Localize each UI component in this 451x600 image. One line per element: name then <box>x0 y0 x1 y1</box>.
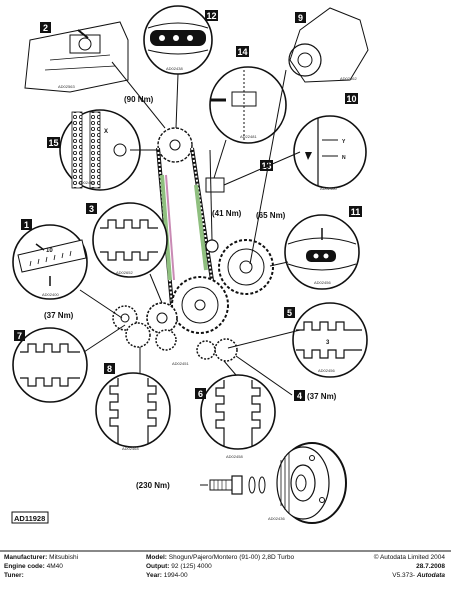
torque-crank-bolt: (230 Nm) <box>136 481 170 490</box>
manufacturer-value: Mitsubishi <box>49 554 79 561</box>
crank-pulley: AD02436 <box>268 442 347 524</box>
svg-text:3: 3 <box>89 204 94 214</box>
svg-text:5: 5 <box>287 308 292 318</box>
torque-idler: (41 Nm) <box>212 209 242 218</box>
detail-3-code: AD02652 <box>116 270 133 275</box>
svg-text:15: 15 <box>48 138 58 148</box>
torque-intermediate-gear: (65 Nm) <box>256 211 286 220</box>
svg-text:14: 14 <box>237 47 247 57</box>
detail-9-code: AD02462 <box>340 76 357 81</box>
svg-text:11: 11 <box>351 207 361 217</box>
version: V5.373- <box>392 572 416 579</box>
torque-cam-sprocket: (90 Nm) <box>124 95 154 104</box>
detail-15-code: AD02464 <box>78 180 95 185</box>
svg-text:7: 7 <box>17 331 22 341</box>
svg-text:8: 8 <box>107 364 112 374</box>
detail-8-code: AD02464 <box>122 446 139 451</box>
svg-text:10: 10 <box>346 94 356 104</box>
detail-1-circle: 10 AD02400 <box>12 224 88 300</box>
print-date: 28.7.2008 <box>416 563 445 570</box>
callout-15: 15 <box>47 137 60 148</box>
crank-bolt <box>200 475 266 495</box>
detail-14-circle: AD22481 <box>209 66 287 144</box>
detail-8-circle: AD02464 <box>95 372 171 451</box>
detail-7-circle <box>12 327 88 403</box>
year-value: 1994-00 <box>163 572 188 579</box>
svg-text:Y: Y <box>342 139 346 145</box>
callout-2: 2 <box>40 22 51 33</box>
svg-text:10: 10 <box>46 248 53 254</box>
detail-6-code: AD02458 <box>226 454 243 459</box>
torque-left-gear: (37 Nm) <box>44 311 74 320</box>
figure-reference: AD11928 <box>11 511 49 524</box>
callout-8: 8 <box>104 363 115 374</box>
callout-5: 5 <box>284 307 295 318</box>
callout-3: 3 <box>86 203 97 214</box>
detail-11-circle: AD02456 <box>284 214 360 290</box>
svg-text:1: 1 <box>24 220 29 230</box>
callout-6: 6 <box>195 388 206 399</box>
engine-value: 4M40 <box>46 563 63 570</box>
detail-9-pump: AD02462 <box>288 7 369 83</box>
detail-1-code: AD02400 <box>42 292 59 297</box>
engine-label: Engine code: <box>4 563 45 570</box>
svg-text:13: 13 <box>261 161 271 171</box>
detail-12-circle: AD02438 <box>143 5 213 75</box>
output-value: 92 (125) 4000 <box>171 563 212 570</box>
callout-14: 14 <box>236 46 249 57</box>
svg-text:9: 9 <box>298 13 303 23</box>
callout-13: 13 <box>260 160 273 171</box>
svg-text:12: 12 <box>206 11 216 21</box>
detail-6-circle: AD02458 <box>200 374 276 459</box>
detail-15-circle: X AD02464 <box>59 109 141 191</box>
callout-1: 1 <box>21 219 32 230</box>
manufacturer-label: Manufacturer: <box>4 554 48 561</box>
svg-text:4: 4 <box>297 391 302 401</box>
year-label: Year: <box>146 572 162 579</box>
svg-text:N: N <box>342 155 346 161</box>
detail-10-circle: Y N AD02460 <box>293 115 367 191</box>
torque-right-gear: (37 Nm) <box>307 392 337 401</box>
detail-11-code: AD02456 <box>314 280 331 285</box>
detail-5-circle: 3 AD02456 <box>292 302 368 378</box>
svg-text:3: 3 <box>326 340 330 346</box>
pulley-code: AD02436 <box>268 516 285 521</box>
detail-12-code: AD02438 <box>166 66 183 71</box>
svg-text:AD11928: AD11928 <box>14 514 45 523</box>
callout-10: 10 <box>345 93 358 104</box>
callout-11: 11 <box>349 206 362 217</box>
detail-13-code: AD22481 <box>240 134 257 139</box>
svg-text:2: 2 <box>43 23 48 33</box>
copyright: © Autodata Limited 2004 <box>373 554 445 561</box>
center-code: AD02451 <box>172 361 189 366</box>
callout-9: 9 <box>295 12 306 23</box>
callout-4: 4 <box>294 390 305 401</box>
svg-text:6: 6 <box>198 389 203 399</box>
callout-12: 12 <box>205 10 218 21</box>
detail-3-circle: AD02652 <box>92 202 168 278</box>
callout-7: 7 <box>14 330 25 341</box>
detail-10-code: AD02460 <box>320 186 337 191</box>
detail-5-code: AD02456 <box>318 368 335 373</box>
model-label: Model: <box>146 554 167 561</box>
tuner-label: Tuner: <box>4 572 24 579</box>
detail-2-cam-housing: AD02563 <box>24 21 129 93</box>
footer: Manufacturer: Mitsubishi Engine code: 4M… <box>0 551 451 600</box>
svg-text:X: X <box>104 129 108 135</box>
model-value: Shogun/Pajero/Montero (91-00) 2,8D Turbo <box>168 554 295 561</box>
brand-logo: Autodata <box>416 572 445 579</box>
output-label: Output: <box>146 563 170 570</box>
leader-lines <box>79 61 301 396</box>
detail-2-code: AD02563 <box>58 84 75 89</box>
